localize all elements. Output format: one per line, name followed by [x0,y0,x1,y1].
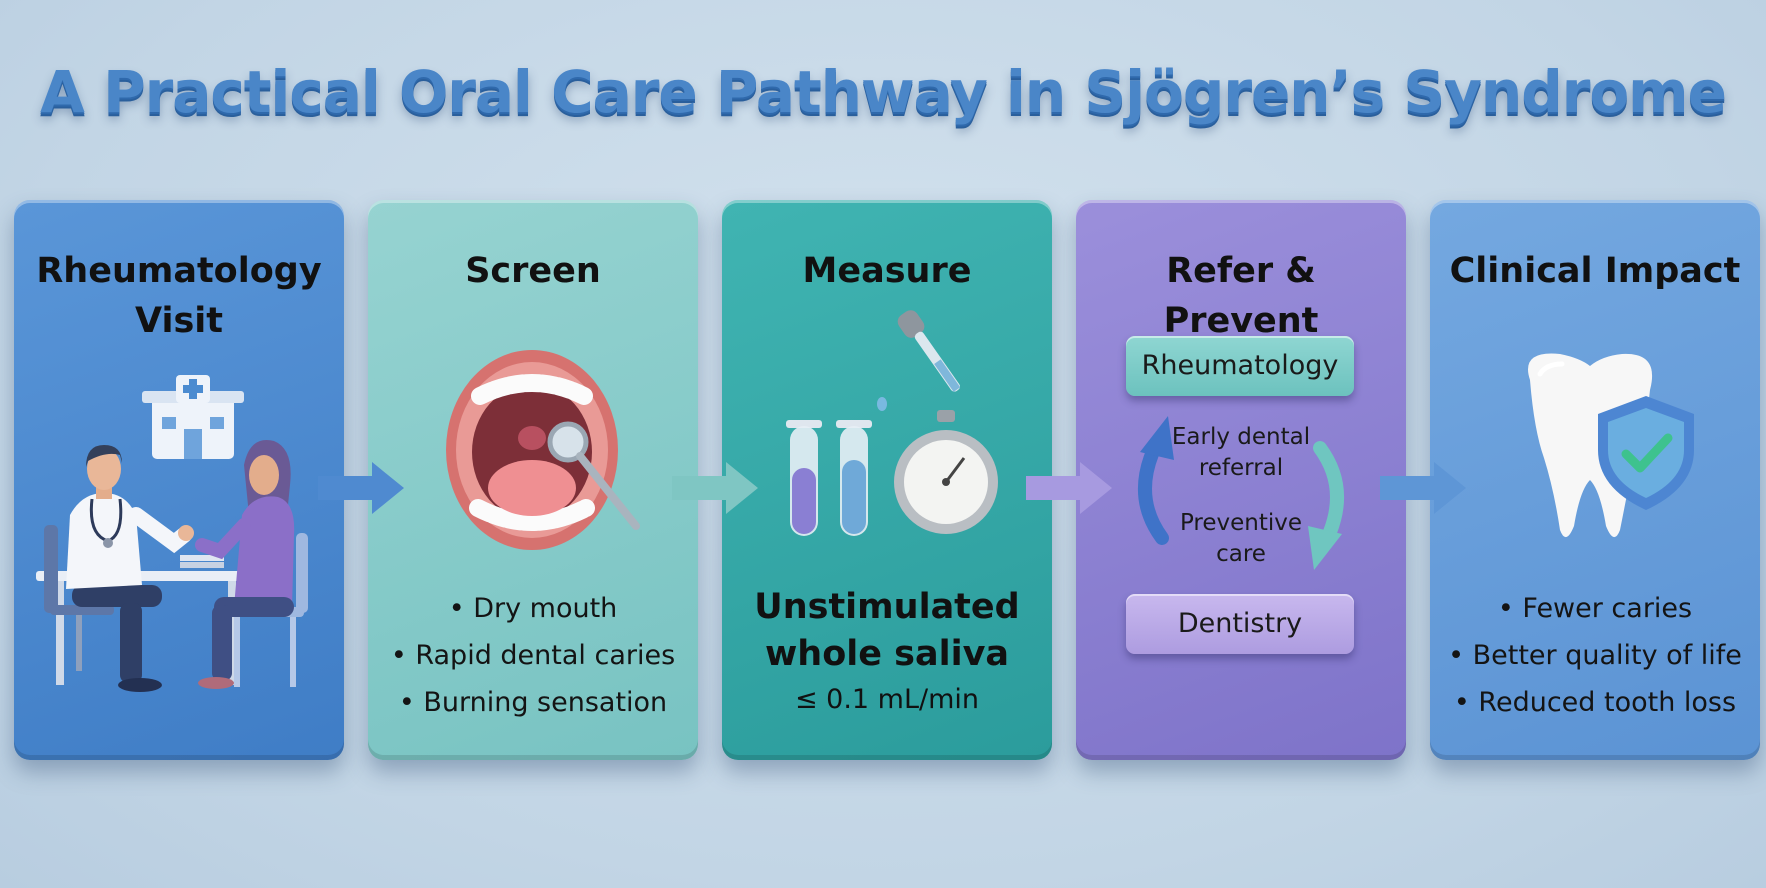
list-item: Rapid dental caries [368,632,698,679]
preventive-care-text: Preventive care [1136,508,1346,570]
rheumatology-pill: Rheumatology [1126,336,1354,396]
dentistry-pill: Dentistry [1126,594,1354,654]
step-card-refer-prevent: Refer & Prevent Rheumatology Early denta… [1076,200,1406,760]
test-tubes-stopwatch-icon [786,310,998,536]
early-referral-text: Early dental referral [1136,422,1346,484]
step-card-rheumatology-visit: Rheumatology Visit [14,200,344,760]
cycle-text-line: care [1216,541,1266,567]
arrow-right-icon [672,462,758,514]
arrow-right-icon [1380,462,1466,514]
measure-main-line: Unstimulated [754,587,1020,627]
list-item: Better quality of life [1430,632,1760,679]
step-title: Clinical Impact [1449,251,1741,291]
list-item: Fewer caries [1430,585,1760,632]
step-title-line: Visit [134,301,224,341]
step-title: Measure [802,251,972,291]
measure-threshold-text: ≤ 0.1 mL/min [794,684,980,715]
open-mouth-dental-mirror-icon [446,350,640,550]
impact-bullet-list: Fewer caries Better quality of life Redu… [1430,585,1760,726]
cycle-text-line: referral [1198,455,1284,481]
cycle-text-line: Early dental [1171,424,1311,450]
list-item: Reduced tooth loss [1430,679,1760,726]
page-title: A Practical Oral Care Pathway in Sjögren… [40,58,1727,126]
list-item: Dry mouth [368,585,698,632]
step-card-clinical-impact: Clinical Impact Fewer caries Better qual… [1430,200,1760,760]
step-card-measure: Measure Unstimulated whole saliva ≤ 0.1 … [722,200,1052,760]
doctor-patient-consultation-icon [36,375,308,692]
step-title: Rheumatology Visit [24,246,334,346]
step-title: Refer & Prevent [1163,251,1319,341]
cycle-text-line: Preventive [1179,510,1303,536]
step-title: Screen [465,251,601,291]
screen-bullet-list: Dry mouth Rapid dental caries Burning se… [368,585,698,726]
measure-main-line: whole saliva [764,634,1010,674]
cycle-arrows-icon [1137,416,1345,570]
step-card-screen: Screen Dry mouth Rapid dental caries Bur… [368,200,698,760]
measure-main-text: Unstimulated whole saliva [722,584,1052,678]
arrow-right-icon [318,462,404,514]
arrow-right-icon [1026,462,1112,514]
tooth-shield-check-icon [1528,353,1694,538]
list-item: Burning sensation [368,679,698,726]
step-title-line: Rheumatology [36,251,322,291]
